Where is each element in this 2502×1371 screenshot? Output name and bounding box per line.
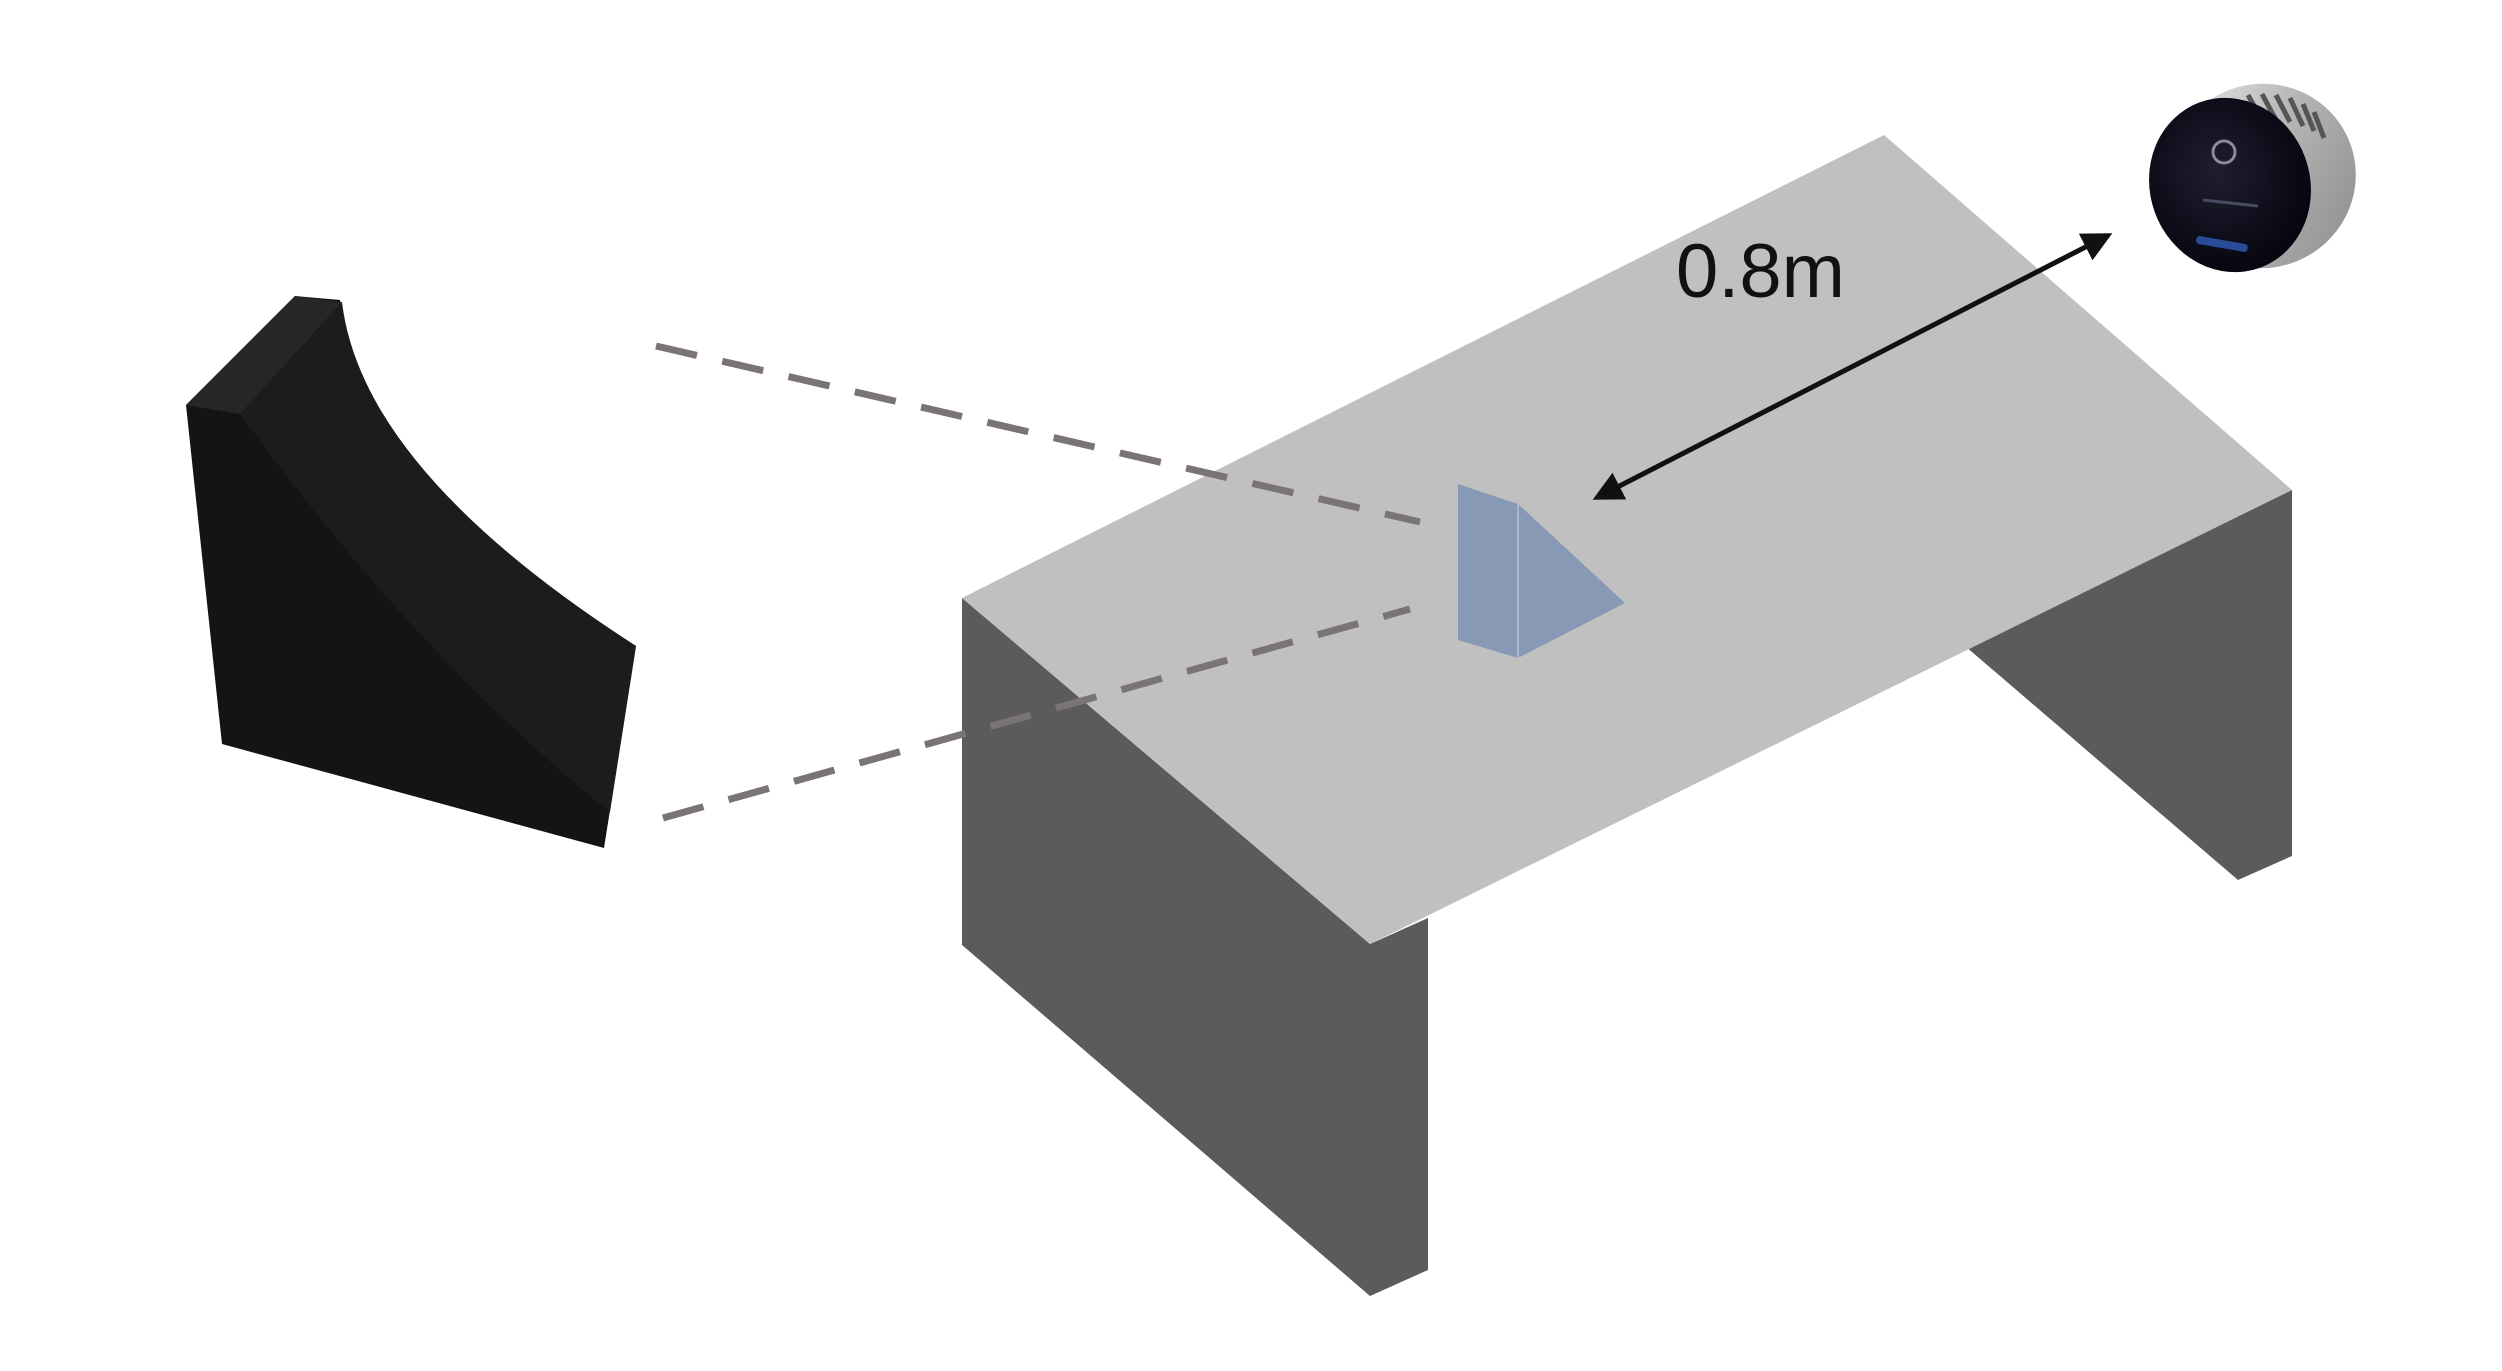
sensor-lens-icon: [2211, 139, 2237, 165]
prism-side-face: [1518, 504, 1625, 658]
lower-dashed-line: [662, 605, 1411, 822]
table-front-leg-face: [962, 598, 1370, 1296]
triangular-prism: [1458, 484, 1625, 658]
distance-arrow-line: [1592, 233, 2113, 500]
sensor-slot: [2202, 198, 2259, 208]
prism-front-face: [1458, 484, 1518, 658]
reflector-top-edge: [186, 296, 342, 414]
beam-lines: [655, 342, 1421, 822]
sensor-logo-icon: [2196, 236, 2248, 252]
lidar-sensor: [2149, 83, 2356, 273]
table-front-leg-side: [1370, 918, 1428, 1296]
upper-dashed-line: [655, 342, 1421, 526]
distance-label: 0.8m: [1676, 229, 1845, 314]
sensor-face: [2149, 97, 2311, 273]
double-headed-arrow: [1592, 233, 2113, 500]
curved-reflector: [186, 296, 636, 848]
table-back-leg: [1965, 490, 2292, 880]
reflector-curved-face: [240, 302, 636, 812]
table: [962, 135, 2292, 1296]
